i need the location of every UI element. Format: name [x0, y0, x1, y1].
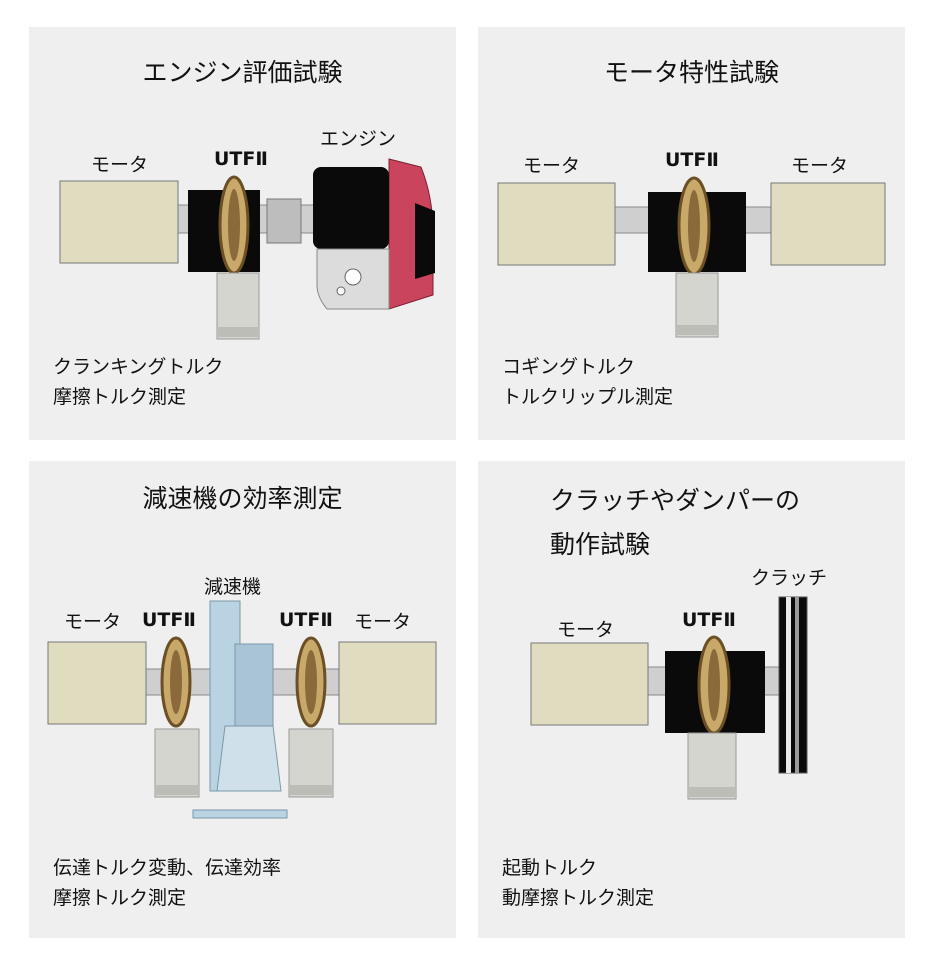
- utf-label: UTFⅡ: [682, 609, 736, 631]
- motor-label: モータ: [557, 619, 615, 641]
- panel-title: モータ特性試験: [603, 58, 779, 87]
- motor: [530, 642, 649, 726]
- panel-title: 減速機の効率測定: [142, 484, 343, 513]
- clutch-label: クラッチ: [751, 567, 828, 589]
- motor-right-label: モータ: [354, 611, 412, 633]
- panel-engine-test: エンジン評価試験 モータ UTFⅡ エンジン クランキングトルク 摩擦トルク測定: [29, 27, 456, 440]
- reducer-efficiency-diagram: [47, 600, 437, 819]
- motor-test-diagram: [497, 176, 886, 338]
- motor-right-label: モータ: [791, 155, 849, 177]
- panel-description: 伝達トルク変動、伝達効率 摩擦トルク測定: [53, 857, 282, 909]
- motor-left-label: モータ: [64, 611, 122, 633]
- clutch: [778, 596, 808, 774]
- torque-sensor-right: [288, 636, 334, 798]
- coupling: [266, 198, 302, 244]
- panel-title: クラッチやダンパーの 動作試験: [550, 486, 801, 559]
- utf-right-label: UTFⅡ: [279, 609, 333, 631]
- torque-sensor-utf: [188, 175, 260, 340]
- utf-label: UTFⅡ: [214, 148, 268, 170]
- torque-sensor-utf: [648, 176, 746, 338]
- reducer-label: 減速機: [204, 576, 262, 598]
- motor-right: [338, 641, 437, 725]
- torque-sensor-utf: [665, 635, 765, 800]
- engine-test-diagram: [59, 158, 435, 340]
- clutch-test-diagram: [530, 596, 808, 800]
- utf-label: UTFⅡ: [665, 149, 719, 171]
- motor-left-label: モータ: [523, 155, 581, 177]
- engine-label: エンジン: [320, 128, 397, 150]
- panel-description: コギングトルク トルクリップル測定: [502, 356, 674, 408]
- utf-left-label: UTFⅡ: [142, 609, 196, 631]
- engine: [313, 158, 435, 310]
- motor-left: [497, 182, 616, 266]
- panel-description: クランキングトルク 摩擦トルク測定: [53, 356, 224, 408]
- motor-right: [770, 182, 886, 266]
- motor-left: [47, 641, 147, 725]
- panel-clutch-damper-test: クラッチやダンパーの 動作試験 クラッチ モータ UTFⅡ 起動トルク 動摩擦ト…: [478, 461, 905, 938]
- panel-reducer-efficiency: 減速機の効率測定 減速機 モータ UTFⅡ UTFⅡ モータ 伝達トルク変動、伝…: [29, 461, 456, 938]
- reducer: [192, 600, 288, 819]
- motor-label: モータ: [91, 154, 149, 176]
- torque-sensor-left: [154, 636, 200, 798]
- motor: [59, 180, 179, 264]
- panel-motor-test: モータ特性試験 モータ UTFⅡ モータ コギングトルク トルクリップル測定: [478, 27, 905, 440]
- panel-title: エンジン評価試験: [142, 58, 343, 87]
- panel-description: 起動トルク 動摩擦トルク測定: [502, 857, 655, 909]
